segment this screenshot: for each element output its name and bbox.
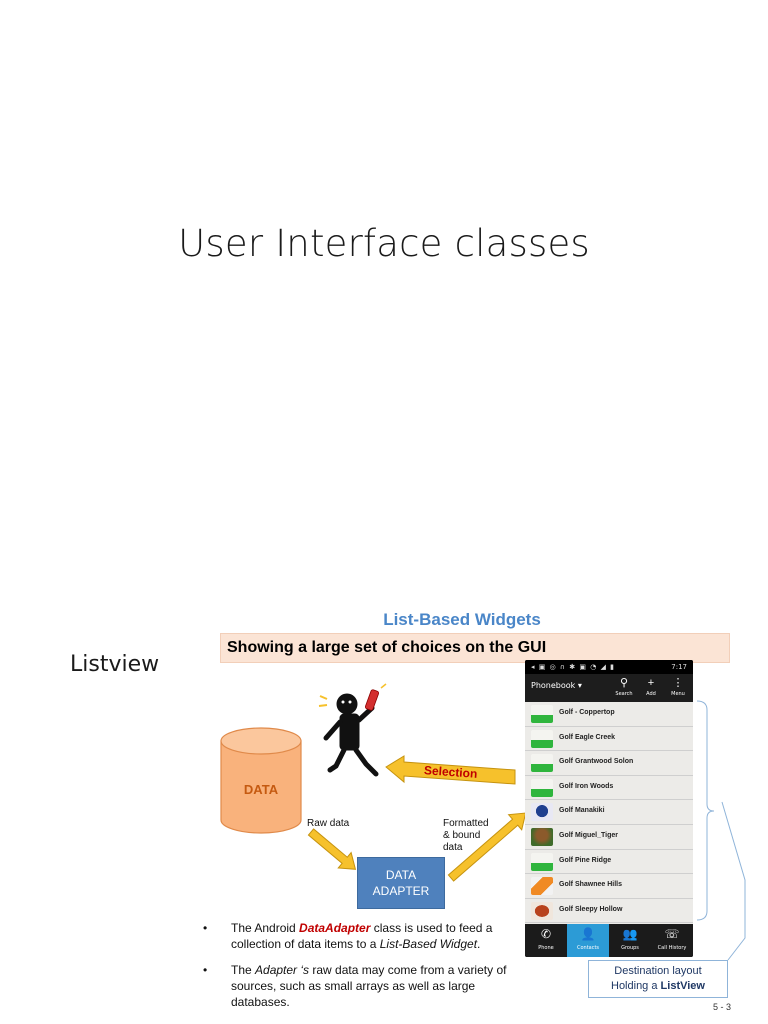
- bullet-1-pre: The Android: [231, 921, 300, 935]
- red-logo-thumbnail-icon: [531, 901, 553, 920]
- blue-logo-thumbnail-icon: [531, 803, 553, 822]
- subtitle-band: [220, 633, 730, 663]
- bottom-navigation: ✆ Phone 👤 Contacts 👥 Groups ☏ Call Histo…: [525, 924, 693, 957]
- page-number: 5 - 3: [713, 1002, 732, 1012]
- nav-groups-caption: Groups: [621, 945, 639, 951]
- bullet-2-italic: Adapter ‘s: [255, 963, 310, 977]
- selection-arrow-icon: [385, 755, 516, 785]
- call-history-icon: ☏: [664, 927, 680, 941]
- contact-name: Golf - Coppertop: [559, 709, 615, 716]
- nav-call-history-caption: Call History: [657, 945, 687, 951]
- phone-screenshot: ◂ ▣ ◎ ∩ ✱ ▣ ◔ ◢ ▮ 7:17 Phonebook ▾ ⚲ Sea…: [525, 660, 693, 957]
- action-bar: Phonebook ▾ ⚲ Search + Add ⋮ Menu: [525, 674, 693, 702]
- menu-caption: Menu: [671, 691, 685, 697]
- bullet-1-mid: class is used to feed a collection of da…: [231, 921, 493, 951]
- add-button[interactable]: + Add: [638, 676, 664, 698]
- list-item[interactable]: Golf Eagle Creek: [525, 727, 693, 752]
- contact-listview[interactable]: Golf - Coppertop Golf Eagle Creek Golf G…: [525, 702, 693, 924]
- section-heading: List-Based Widgets: [383, 610, 541, 629]
- bullet-dot-icon: •: [203, 963, 208, 977]
- subtitle-text: Showing a large set of choices on the GU…: [227, 639, 547, 656]
- formatted-data-arrow-icon: [447, 812, 527, 882]
- status-bar: ◂ ▣ ◎ ∩ ✱ ▣ ◔ ◢ ▮ 7:17: [525, 660, 693, 674]
- nav-phone-tab[interactable]: ✆ Phone: [525, 924, 567, 957]
- data-cylinder-icon: [220, 727, 302, 834]
- nav-phone-caption: Phone: [538, 945, 554, 951]
- menu-button[interactable]: ⋮ Menu: [665, 676, 691, 698]
- bracket-connector: [696, 700, 746, 961]
- phonebook-dropdown[interactable]: Phonebook ▾: [531, 681, 582, 690]
- list-item[interactable]: Golf Grantwood Solon: [525, 751, 693, 776]
- destination-line-2-bold: ListView: [660, 980, 705, 992]
- formatted-label-3: data: [443, 842, 463, 853]
- contact-name: Golf Sleepy Hollow: [559, 905, 623, 913]
- bullet-2-post: raw data may come from a variety of sour…: [231, 963, 507, 1009]
- groups-icon: 👥: [622, 927, 638, 941]
- contact-name: Golf Miguel_Tiger: [559, 831, 618, 839]
- phone-icon: ✆: [540, 927, 552, 941]
- golf-thumbnail-icon: [531, 754, 553, 773]
- list-item[interactable]: Golf Sleepy Hollow: [525, 899, 693, 924]
- search-caption: Search: [615, 691, 633, 697]
- nav-contacts-caption: Contacts: [576, 945, 600, 951]
- golf-thumbnail-icon: [531, 729, 553, 748]
- contact-name: Golf Shawnee Hills: [559, 881, 623, 889]
- bullet-dot-icon: •: [203, 921, 208, 935]
- bullet-2-pre: The: [231, 963, 256, 977]
- list-item[interactable]: Golf - Coppertop: [525, 702, 693, 727]
- nav-contacts-tab[interactable]: 👤 Contacts: [567, 924, 609, 957]
- contact-name: Golf Pine Ridge: [559, 856, 612, 864]
- bullet-list: • The Android DataAdapter class is used …: [200, 920, 530, 1020]
- nav-groups-tab[interactable]: 👥 Groups: [609, 924, 651, 957]
- formatted-label-1: Formatted: [443, 818, 489, 829]
- golf-thumbnail-icon: [531, 778, 553, 797]
- golf-thumbnail-icon: [531, 852, 553, 871]
- raw-data-label: Raw data: [307, 818, 350, 829]
- adapter-label-1: DATA: [385, 868, 417, 882]
- chevron-down-icon: ▾: [577, 681, 582, 690]
- bullet-item-2: • The Adapter ‘s raw data may come from …: [200, 962, 530, 1010]
- contact-name: Golf Grantwood Solon: [559, 758, 634, 766]
- data-cylinder-label: DATA: [243, 782, 279, 797]
- bullet-1-italic: List-Based Widget: [379, 937, 478, 951]
- contact-name: Golf Iron Woods: [559, 782, 614, 790]
- destination-line-2: Holding a ListView: [588, 979, 728, 994]
- selection-label: Selection: [423, 763, 478, 781]
- destination-callout-text: Destination layout Holding a ListView: [588, 964, 728, 994]
- golf-thumbnail-icon: [531, 705, 553, 723]
- status-icons: ◂ ▣ ◎ ∩ ✱ ▣ ◔ ◢ ▮: [531, 663, 615, 671]
- page-title: User Interface classes: [178, 222, 590, 265]
- bullet-1-emphasis: DataAdapter: [299, 921, 371, 935]
- destination-line-1: Destination layout: [614, 965, 702, 977]
- destination-line-2-prefix: Holding a: [611, 980, 661, 992]
- bullet-item-1: • The Android DataAdapter class is used …: [200, 920, 530, 952]
- bullet-1-post: .: [477, 937, 481, 951]
- list-item[interactable]: Golf Manakiki: [525, 800, 693, 825]
- formatted-label-2: & bound: [443, 830, 481, 841]
- contact-name: Golf Manakiki: [559, 807, 605, 815]
- add-caption: Add: [646, 691, 656, 697]
- photo-thumbnail-icon: [531, 827, 553, 846]
- list-item[interactable]: Golf Iron Woods: [525, 776, 693, 801]
- add-icon: +: [647, 677, 655, 689]
- menu-icon: ⋮: [672, 677, 684, 689]
- listview-label: Listview: [70, 652, 160, 677]
- orange-logo-thumbnail-icon: [531, 877, 553, 896]
- data-adapter-box: DATA ADAPTER: [357, 857, 445, 909]
- list-item[interactable]: Golf Shawnee Hills: [525, 874, 693, 899]
- list-item[interactable]: Golf Pine Ridge: [525, 850, 693, 875]
- adapter-label-2: ADAPTER: [372, 884, 430, 898]
- contact-name: Golf Eagle Creek: [559, 733, 616, 741]
- raw-data-arrow-icon: [307, 828, 357, 870]
- nav-call-history-tab[interactable]: ☏ Call History: [651, 924, 693, 957]
- status-time: 7:17: [671, 663, 687, 671]
- phonebook-title: Phonebook: [531, 681, 576, 690]
- search-button[interactable]: ⚲ Search: [611, 676, 637, 698]
- destination-callout-box: [588, 960, 728, 998]
- user-figure-icon: [318, 683, 387, 777]
- list-item[interactable]: Golf Miguel_Tiger: [525, 825, 693, 850]
- contacts-icon: 👤: [580, 927, 596, 941]
- search-icon: ⚲: [619, 677, 629, 689]
